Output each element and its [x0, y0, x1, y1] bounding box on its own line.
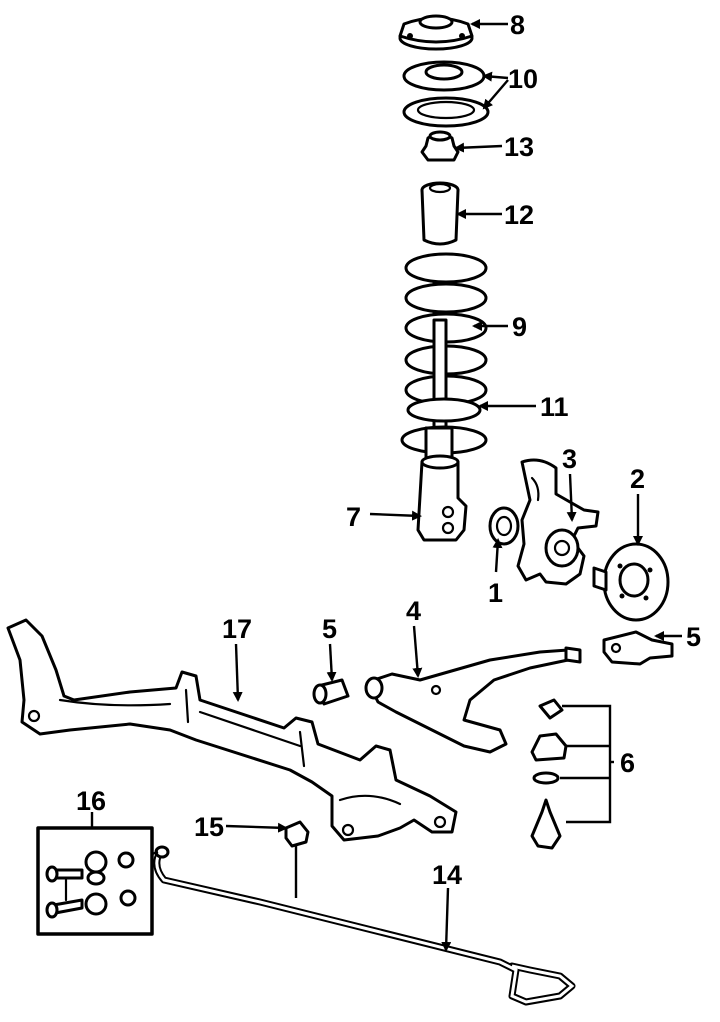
callout-4: 4: [406, 596, 421, 626]
stabilizer-link-kit: [36, 826, 154, 936]
callout-3: 3: [562, 444, 577, 474]
callout-15: 15: [194, 812, 224, 842]
callout-8: 8: [510, 10, 525, 40]
callout-5-center: 5: [322, 614, 337, 644]
ball-joint-kit: [530, 698, 568, 850]
subframe-crossmember: [6, 618, 458, 842]
callout-9: 9: [512, 312, 527, 342]
coil-spring: [404, 252, 488, 406]
lower-control-arm: [364, 646, 582, 754]
callout-5-right: 5: [686, 622, 701, 652]
stabilizer-bar: [153, 845, 576, 1006]
steering-knuckle: [516, 458, 600, 586]
bump-stop: [420, 130, 460, 162]
callout-13: 13: [504, 132, 534, 162]
callout-7: 7: [346, 502, 361, 532]
callout-10: 10: [508, 64, 538, 94]
leader-lines: [90, 19, 682, 952]
callout-2: 2: [630, 464, 645, 494]
wheel-bearing: [488, 506, 520, 546]
strut-assembly: [416, 426, 468, 542]
stabilizer-bushing: [284, 820, 310, 848]
strut-mount: [398, 14, 474, 51]
callout-labels: 8 10 13 12 9 11 7 1 3 2 4 5 5 17 6 16 15…: [76, 10, 701, 890]
dust-boot: [420, 181, 460, 246]
callout-17: 17: [222, 614, 252, 644]
hub-rotor: [592, 542, 670, 622]
callout-16: 16: [76, 786, 106, 816]
callout-12: 12: [504, 200, 534, 230]
callout-11: 11: [540, 392, 569, 422]
callout-6: 6: [620, 748, 635, 778]
bushing-bracket: [602, 630, 674, 666]
callout-14: 14: [432, 860, 462, 890]
spring-seat-bearing: [402, 60, 490, 128]
control-arm-bushing: [312, 678, 350, 706]
callout-1: 1: [488, 578, 503, 608]
